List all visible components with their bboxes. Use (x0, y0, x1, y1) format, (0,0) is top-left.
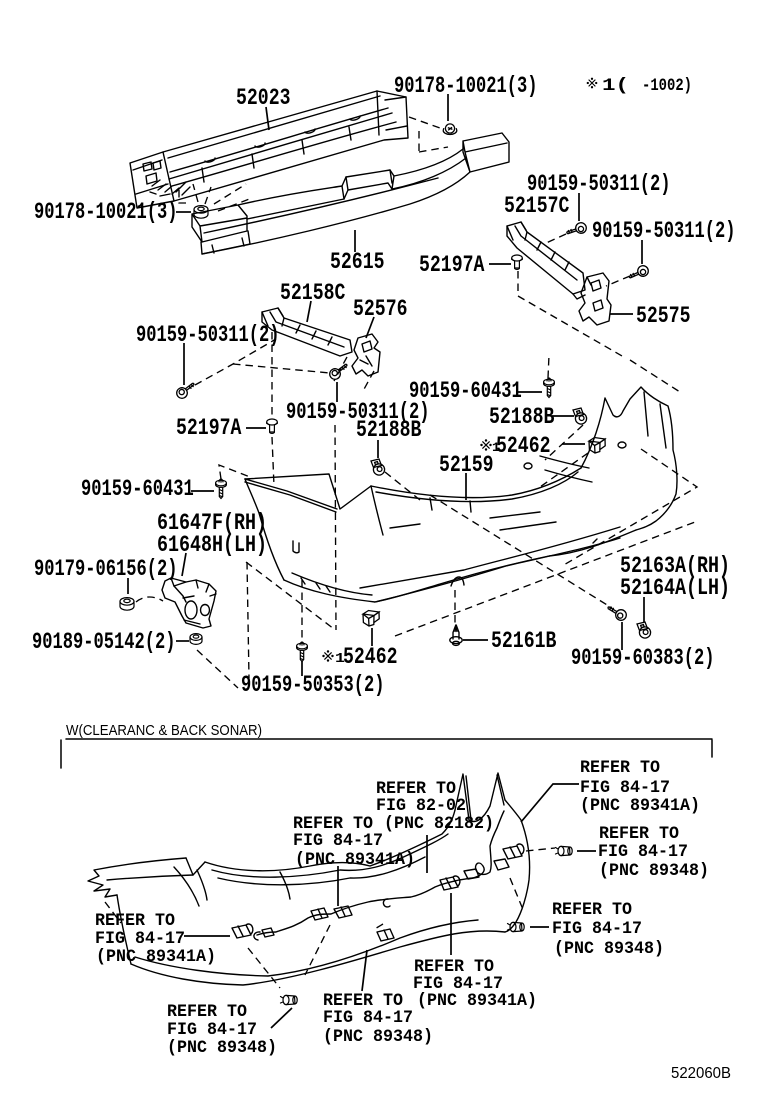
svg-text:1(: 1( (602, 76, 629, 96)
svg-text:52197A: 52197A (419, 252, 485, 278)
svg-text:REFER TO: REFER TO (599, 824, 679, 844)
svg-text:(PNC 89348): (PNC 89348) (599, 861, 709, 881)
svg-text:52576: 52576 (353, 296, 408, 322)
svg-text:REFER TO: REFER TO (414, 957, 494, 977)
svg-text:REFER TO: REFER TO (95, 911, 175, 931)
svg-text:FIG 84-17: FIG 84-17 (598, 842, 688, 862)
svg-text:REFER TO: REFER TO (323, 991, 403, 1011)
svg-text:90159-50311(2): 90159-50311(2) (527, 171, 671, 197)
svg-text:(PNC 89341A): (PNC 89341A) (580, 796, 700, 816)
svg-text:FIG 84-17: FIG 84-17 (167, 1020, 257, 1040)
svg-text:61647F(RH): 61647F(RH) (157, 510, 267, 536)
svg-text:-1002): -1002) (642, 76, 692, 96)
svg-text:(PNC 89348): (PNC 89348) (323, 1027, 433, 1047)
svg-text:REFER TO: REFER TO (293, 814, 373, 834)
svg-text:90178-10021(3): 90178-10021(3) (394, 73, 538, 99)
svg-text:90159-60383(2): 90159-60383(2) (571, 645, 715, 671)
svg-text:1: 1 (335, 651, 345, 667)
svg-text:90159-50311(2): 90159-50311(2) (592, 218, 736, 244)
svg-text:FIG 84-17: FIG 84-17 (95, 929, 185, 949)
svg-text:(PNC 89348): (PNC 89348) (167, 1038, 277, 1058)
svg-text:522060B: 522060B (671, 1065, 731, 1082)
svg-text:52197A: 52197A (176, 415, 242, 441)
svg-text:52462: 52462 (343, 644, 398, 670)
svg-text:52164A(LH): 52164A(LH) (620, 575, 730, 601)
svg-text:52161B: 52161B (491, 628, 557, 654)
svg-text:(PNC 82182): (PNC 82182) (384, 814, 494, 834)
svg-text:90179-06156(2): 90179-06156(2) (34, 556, 178, 582)
svg-text:FIG 84-17: FIG 84-17 (552, 919, 642, 939)
svg-text:90159-50311(2): 90159-50311(2) (136, 322, 280, 348)
svg-text:90159-60431: 90159-60431 (81, 476, 194, 502)
svg-text:FIG 84-17: FIG 84-17 (323, 1008, 413, 1028)
svg-text:52575: 52575 (636, 303, 691, 329)
svg-text:61648H(LH): 61648H(LH) (157, 532, 267, 558)
svg-text:REFER TO: REFER TO (580, 758, 660, 778)
svg-text:REFER TO: REFER TO (376, 779, 456, 799)
svg-text:52158C: 52158C (280, 280, 346, 306)
svg-text:(PNC 89341A): (PNC 89341A) (295, 850, 415, 870)
svg-text:FIG 84-17: FIG 84-17 (413, 974, 503, 994)
svg-text:W(CLEARANC & BACK SONAR): W(CLEARANC & BACK SONAR) (66, 722, 262, 739)
svg-text:90159-60431: 90159-60431 (409, 378, 522, 404)
svg-text:1: 1 (492, 440, 500, 455)
svg-text:FIG 84-17: FIG 84-17 (580, 778, 670, 798)
svg-text:52188B: 52188B (356, 417, 422, 443)
svg-text:(PNC 89348): (PNC 89348) (554, 939, 664, 959)
svg-text:52188B: 52188B (489, 404, 555, 430)
svg-text:REFER TO: REFER TO (167, 1002, 247, 1022)
svg-text:52159: 52159 (439, 452, 494, 478)
svg-text:90159-50353(2): 90159-50353(2) (241, 672, 385, 698)
svg-text:52163A(RH): 52163A(RH) (620, 553, 730, 579)
svg-text:REFER TO: REFER TO (552, 900, 632, 920)
svg-text:90189-05142(2): 90189-05142(2) (32, 629, 176, 655)
svg-text:(PNC 89341A): (PNC 89341A) (96, 947, 216, 967)
svg-text:52023: 52023 (236, 85, 291, 111)
svg-text:52462: 52462 (496, 433, 551, 459)
svg-text:90159-50311(2): 90159-50311(2) (286, 399, 430, 425)
svg-text:FIG 84-17: FIG 84-17 (293, 831, 383, 851)
svg-text:(PNC 89341A): (PNC 89341A) (417, 991, 537, 1011)
svg-text:FIG 82-02: FIG 82-02 (376, 796, 466, 816)
svg-text:90178-10021(3): 90178-10021(3) (34, 199, 178, 225)
svg-text:52157C: 52157C (504, 193, 570, 219)
svg-text:52615: 52615 (330, 249, 385, 275)
